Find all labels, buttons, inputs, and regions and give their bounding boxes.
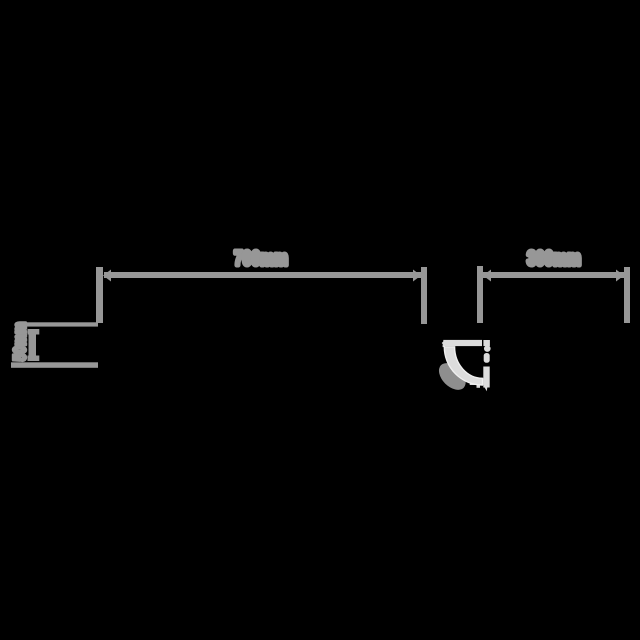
svg-text:700mm: 700mm	[234, 247, 288, 269]
svg-text:50mm: 50mm	[11, 322, 30, 361]
svg-text:300mm: 300mm	[527, 247, 581, 269]
